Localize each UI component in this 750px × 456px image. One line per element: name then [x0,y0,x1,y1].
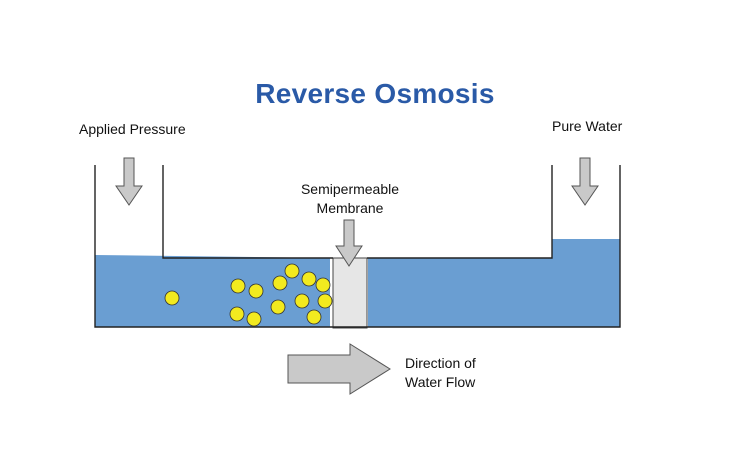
particle [272,275,288,291]
container-inner-left [162,165,333,259]
particle [306,309,322,325]
flow-direction-label: Direction of Water Flow [405,354,476,392]
container-inner-right [367,165,553,259]
pure-water-arrow-icon [571,157,599,206]
particle [301,271,317,287]
particle [315,277,331,293]
particle [164,290,180,306]
particle [248,283,264,299]
particle [317,293,333,309]
pure-water-label: Pure Water [552,118,623,134]
flow-label-line2: Water Flow [405,374,476,390]
particle [229,306,245,322]
membrane-label: Semipermeable Membrane [280,180,420,218]
container-outline [94,165,621,328]
flow-direction-arrow-icon [287,343,391,395]
membrane-arrow-icon [335,219,363,267]
flow-label-line1: Direction of [405,355,476,371]
particle [270,299,286,315]
particle [294,293,310,309]
water-right [368,239,620,327]
particle [230,278,246,294]
applied-pressure-label: Applied Pressure [79,121,186,137]
diagram-title: Reverse Osmosis [255,78,495,109]
particle [246,311,262,327]
membrane-label-line1: Semipermeable [300,181,400,197]
applied-pressure-arrow-icon [115,157,143,206]
membrane [332,257,368,329]
particle [284,263,300,279]
solute-particles [164,263,333,327]
membrane-label-line2: Membrane [316,200,384,216]
